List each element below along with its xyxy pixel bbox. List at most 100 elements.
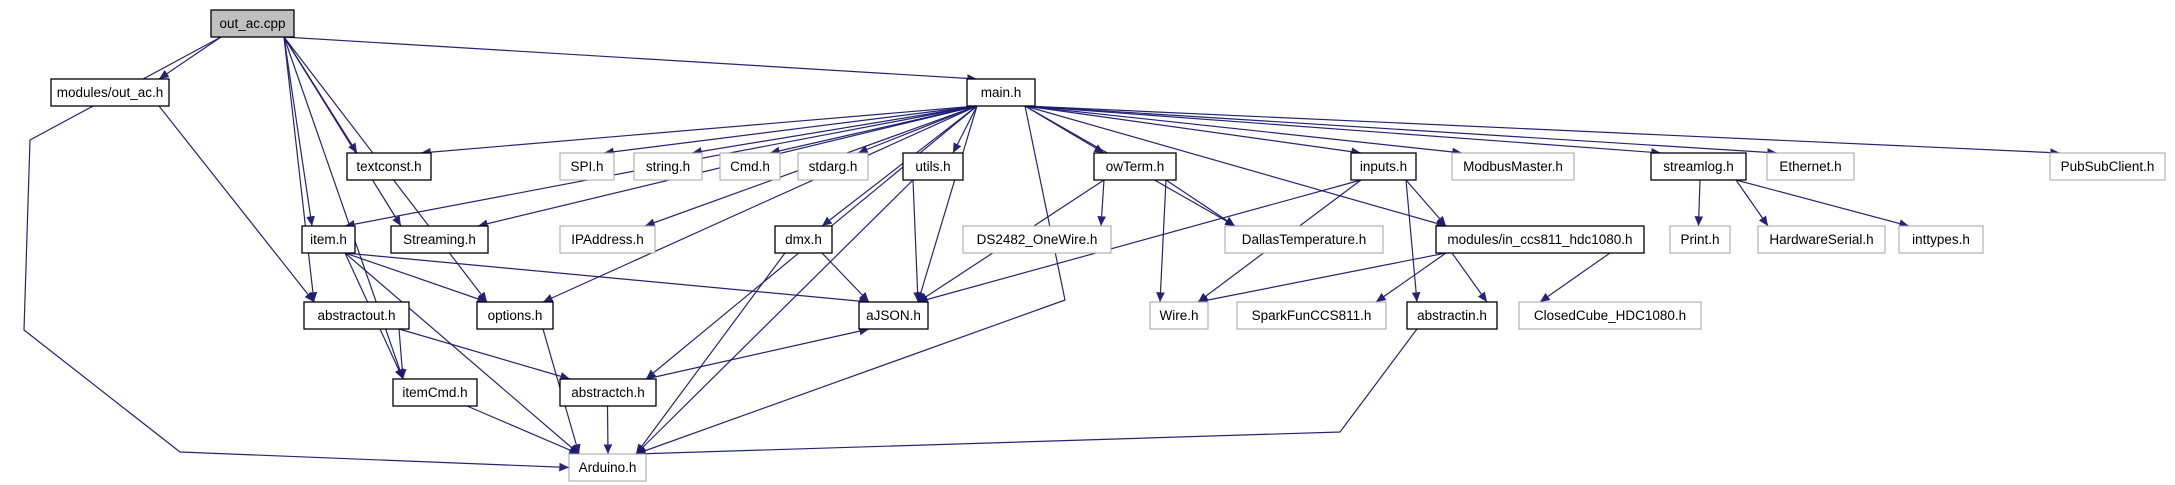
node-label: itemCmd.h [402,385,467,400]
node-label: Cmd.h [730,159,770,174]
node-modules/in_ccs811_hdc1080.h[interactable]: modules/in_ccs811_hdc1080.h [1435,225,1645,254]
node-label: IPAddress.h [571,232,644,247]
node-box [1224,225,1384,254]
node-label: SPI.h [570,159,603,174]
node-box [392,378,478,407]
node-label: string.h [646,159,690,174]
edge-abstractch.h-to-Arduino.h [603,405,613,455]
node-label: SparkFunCCS811.h [1252,308,1372,323]
node-options.h[interactable]: options.h [476,301,554,330]
node-box [774,225,833,254]
edge-inputs.h-to-modules/in_ccs811_hdc1080.h [1405,179,1447,227]
node-inttypes.h: inttypes.h [1898,225,1984,254]
edge-out_ac.cpp-to-abstractout.h [283,36,318,303]
node-label: PubSubClient.h [2061,159,2155,174]
edge-abstractch.h-to-aJSON.h [645,326,870,380]
edge-modules/in_ccs811_hdc1080.h-to-Wire.h [1197,252,1447,305]
node-label: aJSON.h [866,308,921,323]
edge-modules/in_ccs811_hdc1080.h-to-abstractin.h [1451,252,1488,303]
node-box [1451,152,1575,181]
node-label: Arduino.h [579,460,637,475]
node-label: HardwareSerial.h [1769,232,1873,247]
edge-abstractout.h-to-abstractch.h [398,328,571,381]
edge-inputs.h-to-aJSON.h [917,179,1362,304]
node-box [1898,225,1984,254]
node-stdarg.h: stdarg.h [797,152,869,181]
edge-main.h-to-utils.h [952,105,978,154]
node-box [902,152,964,181]
node-label: Print.h [1680,232,1719,247]
edge-modules/in_ccs811_hdc1080.h-to-ClosedCube_HDC1080.h [1539,252,1611,303]
nodes-layer: out_ac.cpp modules/out_ac.h main.h textcons… [50,9,2166,482]
node-modules/out_ac.h[interactable]: modules/out_ac.h [50,78,170,107]
node-box [1518,301,1702,330]
node-item.h[interactable]: item.h [301,225,356,254]
edge-main.h-to-options.h [542,105,978,303]
edge-main.h-to-modules/in_ccs811_hdc1080.h [1024,105,1447,228]
node-label: item.h [310,232,347,247]
node-DallasTemperature.h: DallasTemperature.h [1224,225,1384,254]
edge-main.h-to-stdarg.h [857,105,978,154]
node-ModbusMaster.h: ModbusMaster.h [1451,152,1575,181]
node-label: inttypes.h [1912,232,1970,247]
node-aJSON.h[interactable]: aJSON.h [858,301,929,330]
node-utils.h[interactable]: utils.h [902,152,964,181]
node-box [1435,225,1645,254]
node-owTerm.h[interactable]: owTerm.h [1093,152,1177,181]
node-box [50,78,170,107]
edge-streamlog.h-to-HardwareSerial.h [1735,179,1769,227]
node-abstractin.h[interactable]: abstractin.h [1406,301,1498,330]
edge-owTerm.h-to-Wire.h [1156,179,1167,303]
edge-out_ac.cpp-to-modules/out_ac.h [158,36,222,80]
node-label: abstractch.h [571,385,645,400]
edge-inputs.h-to-abstractin.h [1405,179,1421,303]
node-box [797,152,869,181]
edge-main.h-to-ModbusMaster.h [1024,105,1463,157]
node-PubSubClient.h: PubSubClient.h [2049,152,2166,181]
node-box [1650,152,1747,181]
edge-utils.h-to-aJSON.h [912,179,922,303]
node-box [1149,301,1209,330]
node-Streaming.h[interactable]: Streaming.h [390,225,489,254]
node-Ethernet.h: Ethernet.h [1766,152,1855,181]
node-box [559,152,615,181]
node-box [559,378,657,407]
edge-item.h-to-options.h [344,252,488,303]
edge-main.h-to-textconst.h [420,105,978,157]
node-label: owTerm.h [1106,159,1165,174]
node-box [390,225,489,254]
node-streamlog.h[interactable]: streamlog.h [1650,152,1747,181]
node-label: inputs.h [1360,159,1407,174]
node-SPI.h: SPI.h [559,152,615,181]
node-box [1093,152,1177,181]
node-label: Streaming.h [403,232,476,247]
node-box [1350,152,1417,181]
node-box [1236,301,1387,330]
edge-out_ac.cpp-to-item.h [283,36,315,227]
edge-main.h-to-string.h [691,105,978,156]
node-abstractout.h[interactable]: abstractout.h [303,301,410,330]
edge-item.h-to-Arduino.h [344,252,580,455]
node-inputs.h[interactable]: inputs.h [1350,152,1417,181]
node-textconst.h[interactable]: textconst.h [346,152,432,181]
node-IPAddress.h: IPAddress.h [559,225,656,254]
node-DS2482_OneWire.h: DS2482_OneWire.h [962,225,1112,254]
edge-modules/in_ccs811_hdc1080.h-to-SparkFunCCS811.h [1375,252,1447,303]
node-label: dmx.h [785,232,822,247]
edge-streamlog.h-to-Print.h [1694,179,1704,227]
edge-owTerm.h-to-DS2482_OneWire.h [1097,179,1106,227]
edge-dmx.h-to-Arduino.h [635,252,786,455]
node-main.h[interactable]: main.h [966,78,1036,107]
node-label: out_ac.cpp [219,16,285,31]
node-label: abstractin.h [1417,308,1487,323]
node-label: textconst.h [356,159,421,174]
node-itemCmd.h[interactable]: itemCmd.h [392,378,478,407]
node-box [301,225,356,254]
edge-main.h-to-aJSON.h [916,105,978,303]
node-label: DallasTemperature.h [1242,232,1367,247]
node-abstractch.h[interactable]: abstractch.h [559,378,657,407]
node-dmx.h[interactable]: dmx.h [774,225,833,254]
edge-main.h-to-inputs.h [1024,105,1362,156]
node-box [719,152,781,181]
